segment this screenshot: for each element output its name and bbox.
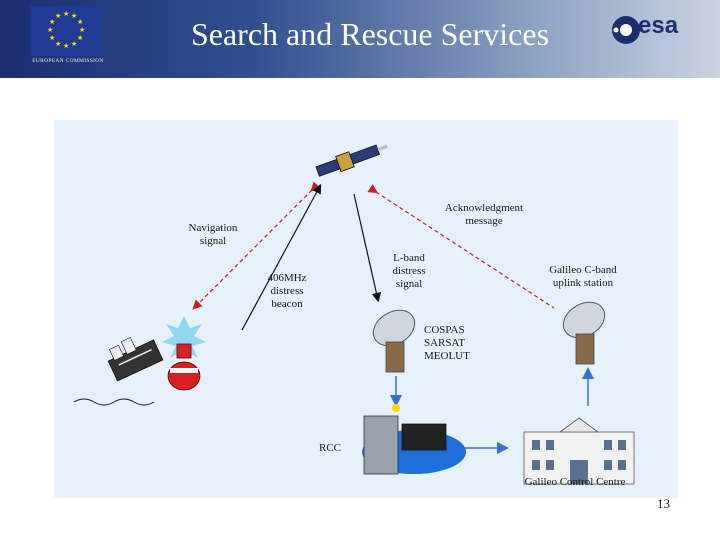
esa-logo [608, 10, 698, 50]
lband-distress-signal-label: L-band distress signal [392, 252, 426, 290]
water-waves [73, 398, 155, 406]
diagram-graphics [73, 144, 635, 485]
slide-title: Search and Rescue Services [190, 16, 550, 52]
rcc-control-room-icon [362, 404, 466, 475]
svg-text:★: ★ [63, 42, 69, 50]
header-bar: ★★★ ★★★ ★★★ ★★★ EUROPEAN COMMISSION Sear… [0, 0, 720, 78]
galileo-control-centre-label: Galileo Control Centre [524, 476, 626, 488]
eu-caption: EUROPEAN COMMISSION [32, 58, 104, 64]
acknowledgment-message-label: Acknowledgment message [444, 202, 524, 227]
eu-stars-icon: ★★★ ★★★ ★★★ ★★★ [47, 10, 85, 50]
svg-text:★: ★ [71, 12, 77, 20]
svg-text:★: ★ [55, 12, 61, 20]
eu-flag-logo: ★★★ ★★★ ★★★ ★★★ [30, 6, 102, 56]
navigation-signal-label: Navigation signal [188, 222, 238, 247]
distress-beacon-icon [162, 316, 206, 391]
page-number: 13 [657, 496, 670, 511]
beacon-406-label: 406MHz distress beacon [267, 272, 307, 310]
svg-text:★: ★ [49, 18, 55, 26]
sinking-ship-icon [107, 337, 164, 382]
galileo-uplink-label: Galileo C-band uplink station [549, 264, 617, 289]
svg-text:★: ★ [47, 26, 53, 34]
esa-emblem-icon [612, 16, 640, 44]
svg-text:★: ★ [55, 40, 61, 48]
rcc-label: RCC [318, 442, 341, 454]
lband-signal-arrow [353, 193, 382, 303]
cospas-sarsat-meolut-label: COSPAS SARSAT MEOLUT [424, 324, 470, 362]
svg-text:★: ★ [71, 40, 77, 48]
galileo-satellite-icon [315, 144, 388, 177]
sar-diagram: Navigation signal Acknowledgment message… [54, 120, 678, 498]
uplink-dish-icon [562, 301, 606, 365]
svg-text:★: ★ [79, 26, 85, 34]
acknowledgment-line [367, 184, 555, 309]
svg-text:★: ★ [49, 34, 55, 42]
beacon-uplink-arrow [241, 183, 322, 331]
esa-logo-text: esa [638, 12, 679, 39]
meolut-dish-icon [372, 309, 416, 373]
svg-text:★: ★ [77, 18, 83, 26]
svg-text:★: ★ [63, 10, 69, 18]
galileo-control-centre-building-icon [523, 417, 635, 485]
svg-text:★: ★ [77, 34, 83, 42]
